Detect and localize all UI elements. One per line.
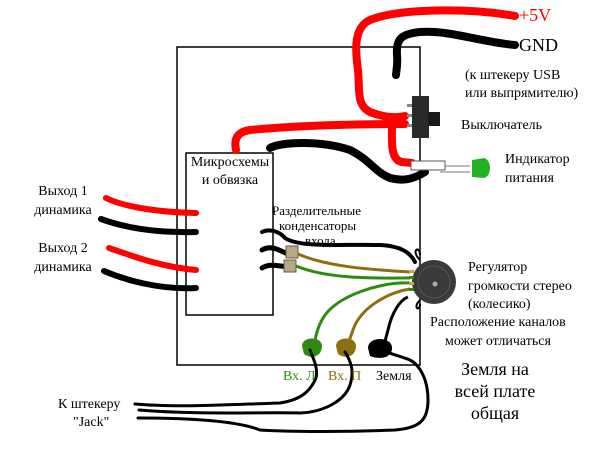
input-ground-pad [368,339,392,358]
capacitor-2 [283,259,297,273]
switch-label: Выключатель [461,118,543,133]
usb-note-line1: (к штекеру USB [465,68,561,83]
output2-black-wire [101,268,199,292]
plus5v-label: +5V [519,5,552,25]
chip-input-black-2 [259,245,291,257]
capacitors-label-line2: конденсаторы [279,218,357,233]
chip-to-led-black-wire [266,139,429,184]
ground-note-line2: всей плате [454,381,536,401]
output1-red-wire [103,195,199,216]
power-switch[interactable] [407,96,440,138]
cap-to-pot-right-wire [297,252,411,274]
led-red-wire [387,122,416,167]
pot-ground-loop [414,248,421,310]
input-right-label: Вх. П [328,369,362,384]
output1-label-line2: динамика [34,203,92,218]
output1-black-wire [98,216,199,236]
chip-label-line1: Микросхемы [190,155,270,170]
output1-label-line1: Выход 1 [38,184,88,199]
input-left-label: Вх. Л [283,369,316,384]
switch-to-chip-red-wire [231,120,409,154]
ground-note-line1: Земля на [461,359,529,379]
indicator-label-line2: питания [505,171,554,186]
output2-label-line1: Выход 2 [38,241,88,256]
usb-note-line2: или выпрямителю) [465,86,579,101]
capacitors-label-line1: Разделительные [272,203,362,218]
capacitors-label-line3: входа [305,233,336,248]
pot-label-line3: (колесико) [468,297,531,312]
gnd-label: GND [519,35,558,55]
pot-to-right-input [346,287,411,346]
pot-to-ground-input [382,295,409,346]
gnd-wire [392,27,519,79]
pot-note-line2: может отличаться [445,334,551,349]
jack-label-line1: К штекеру [58,397,121,412]
cap-to-pot-left-wire [295,264,411,280]
pot-label-line1: Регулятор [468,260,528,275]
jack-wire-ground [136,348,430,433]
volume-potentiometer[interactable] [409,260,456,304]
jack-wire-right [137,350,354,415]
indicator-label-line1: Индикатор [505,152,570,167]
ground-note-line3: общая [470,403,520,423]
pot-to-left-input [312,281,411,346]
board-outline [176,46,421,366]
power-indicator-led [410,158,490,178]
input-right-pad [336,338,356,357]
pot-note-line1: Расположение каналов [430,315,566,330]
chip-label-line2: и обвязка [201,173,259,188]
jack-wire-left [133,348,318,408]
chip-input-black-1 [260,228,417,264]
capacitor-1 [285,245,299,259]
plus5v-wire [352,6,519,122]
output2-label-line2: динамика [34,260,92,275]
pot-label-line2: громкости стерео [468,279,572,294]
output2-red-wire [106,245,199,273]
input-left-pad [302,338,322,357]
input-ground-label: Земля [376,369,412,384]
jack-label-line2: "Jack" [73,415,110,430]
